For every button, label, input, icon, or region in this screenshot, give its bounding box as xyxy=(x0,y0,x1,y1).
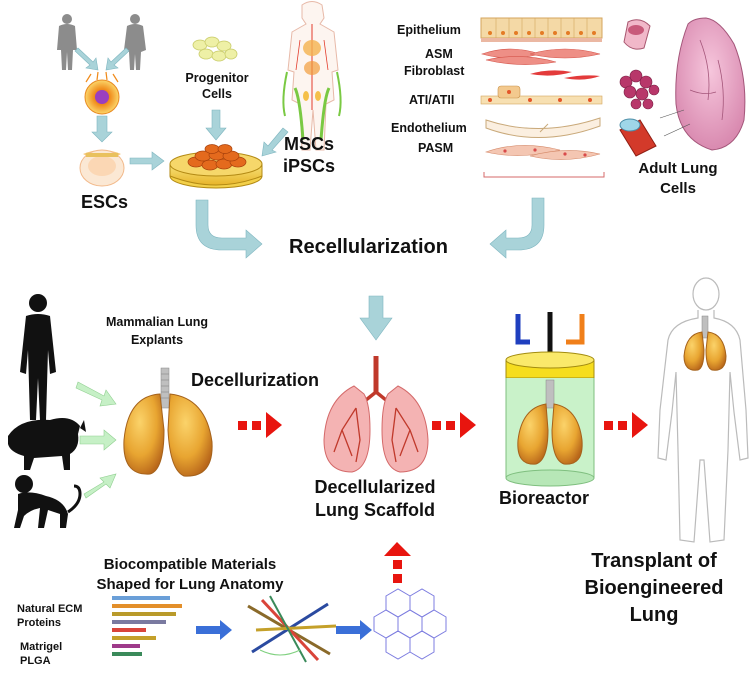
label-mscs: MSCs xyxy=(284,134,335,154)
female-anatomy-icon xyxy=(282,1,342,151)
alveolar-cells-icon xyxy=(480,85,603,105)
asm-cells-icon xyxy=(481,48,601,65)
alveoli-cluster-icon xyxy=(619,69,660,110)
petri-dish-icon xyxy=(169,144,263,189)
monkey-silhouette-icon xyxy=(14,475,82,528)
arrow-down-escs xyxy=(91,115,113,143)
label-escs: ESCs xyxy=(81,192,129,212)
epithelium-layer-icon xyxy=(480,17,603,42)
label-epithelium: Epithelium xyxy=(397,23,461,37)
label-bioreactor: Bioreactor xyxy=(499,488,590,508)
fiber-scaffold-icon xyxy=(247,595,337,663)
label-natural-ecm: Natural ECM Proteins xyxy=(17,603,83,630)
fibroblast-cells-icon xyxy=(530,70,600,80)
bioreactor-icon xyxy=(505,312,595,487)
label-asm: ASM xyxy=(425,47,453,61)
label-ati-atii: ATI/ATII xyxy=(409,93,455,107)
progenitor-cells-icon xyxy=(192,36,238,62)
airway-tube-icon xyxy=(623,19,651,50)
label-pasm: PASM xyxy=(418,141,454,155)
blue-arrow-2 xyxy=(336,620,372,640)
explant-lungs-icon xyxy=(123,367,213,477)
label-mammalian-lung-explants: Mammalian Lung Explants xyxy=(105,315,209,347)
red-dashed-arrow-2 xyxy=(432,412,476,438)
arrow-right-to-recellularization xyxy=(489,197,545,259)
endothelium-layer-icon xyxy=(485,117,601,139)
convergence-arrows xyxy=(74,47,130,71)
oocyte-icon xyxy=(84,71,120,115)
arrow-escs-to-dish xyxy=(129,151,165,171)
transplant-lungs-icon xyxy=(683,315,727,371)
red-dashed-arrow-1 xyxy=(238,412,282,438)
label-fibroblast: Fibroblast xyxy=(404,64,465,78)
green-arrows xyxy=(75,381,117,499)
label-endothelium: Endothelium xyxy=(391,121,467,135)
label-matrigel-plga: Matrigel PLGA xyxy=(20,641,63,668)
hexagon-mesh-icon xyxy=(373,588,447,660)
pasm-cells-icon xyxy=(484,145,601,160)
red-dashed-arrow-up xyxy=(384,542,411,583)
adult-lung-icon xyxy=(659,17,746,151)
label-progenitor-cells: Progenitor Cells xyxy=(185,71,249,101)
human-silhouette-icon xyxy=(20,294,56,420)
label-transplant: Transplant of Bioengineered Lung xyxy=(584,550,724,626)
arrow-mscs-to-dish xyxy=(261,127,289,157)
male-silhouette-icon xyxy=(57,14,77,70)
pig-silhouette-icon xyxy=(8,418,86,470)
label-recellularization: Recellularization xyxy=(289,236,448,258)
label-decellularized-scaffold: Decellularized Lung Scaffold xyxy=(314,477,436,521)
cell-layers-bracket xyxy=(483,172,605,178)
label-ipscs: iPSCs xyxy=(283,156,336,176)
esc-colony-icon xyxy=(79,149,125,187)
arrow-left-to-recellularization xyxy=(195,199,263,259)
transplant-human-icon xyxy=(657,277,749,543)
female-silhouette-icon xyxy=(124,14,146,70)
blue-arrow-1 xyxy=(196,620,232,640)
scaffold-lungs-icon xyxy=(323,356,429,473)
label-adult-lung-cells: Adult Lung Cells xyxy=(638,160,718,197)
red-dashed-arrow-3 xyxy=(604,412,648,438)
ecm-protein-fibers-icon xyxy=(112,596,182,656)
label-biocompatible-materials: Biocompatible Materials Shaped for Lung … xyxy=(96,556,284,593)
arrow-progenitor-to-dish xyxy=(205,109,227,141)
label-decellurization: Decellurization xyxy=(191,370,320,390)
arrow-down-to-scaffold xyxy=(359,295,393,341)
blood-vessel-icon xyxy=(619,118,657,157)
